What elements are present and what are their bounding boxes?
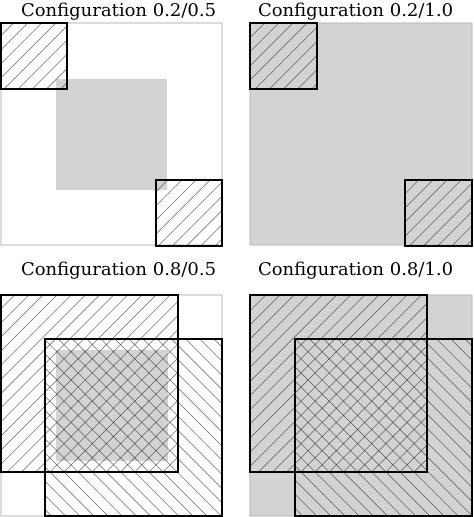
diagram-canvas — [249, 294, 473, 517]
panel-title: Configuration 0.2/0.5 — [20, 0, 217, 21]
panel-config-0-2-1-0: Configuration 0.2/1.0 — [237, 0, 474, 258]
diagram-canvas — [0, 22, 223, 247]
hatched-box-b — [44, 338, 223, 517]
panel-config-0-2-0-5: Configuration 0.2/0.5 — [0, 0, 237, 258]
panel-title: Configuration 0.8/0.5 — [20, 259, 217, 280]
hatched-box-b — [404, 179, 473, 247]
hatched-box-a — [249, 22, 318, 90]
panel-title: Configuration 0.2/1.0 — [257, 0, 454, 21]
diagram-canvas — [0, 294, 223, 517]
panel-title: Configuration 0.8/1.0 — [257, 259, 454, 280]
panel-config-0-8-1-0: Configuration 0.8/1.0 — [237, 259, 474, 517]
diagram-canvas — [249, 22, 473, 247]
shaded-region — [56, 79, 167, 190]
hatched-box-b — [155, 179, 223, 247]
hatched-box-a — [0, 22, 68, 90]
hatched-box-b — [294, 338, 473, 517]
panel-config-0-8-0-5: Configuration 0.8/0.5 — [0, 259, 237, 517]
